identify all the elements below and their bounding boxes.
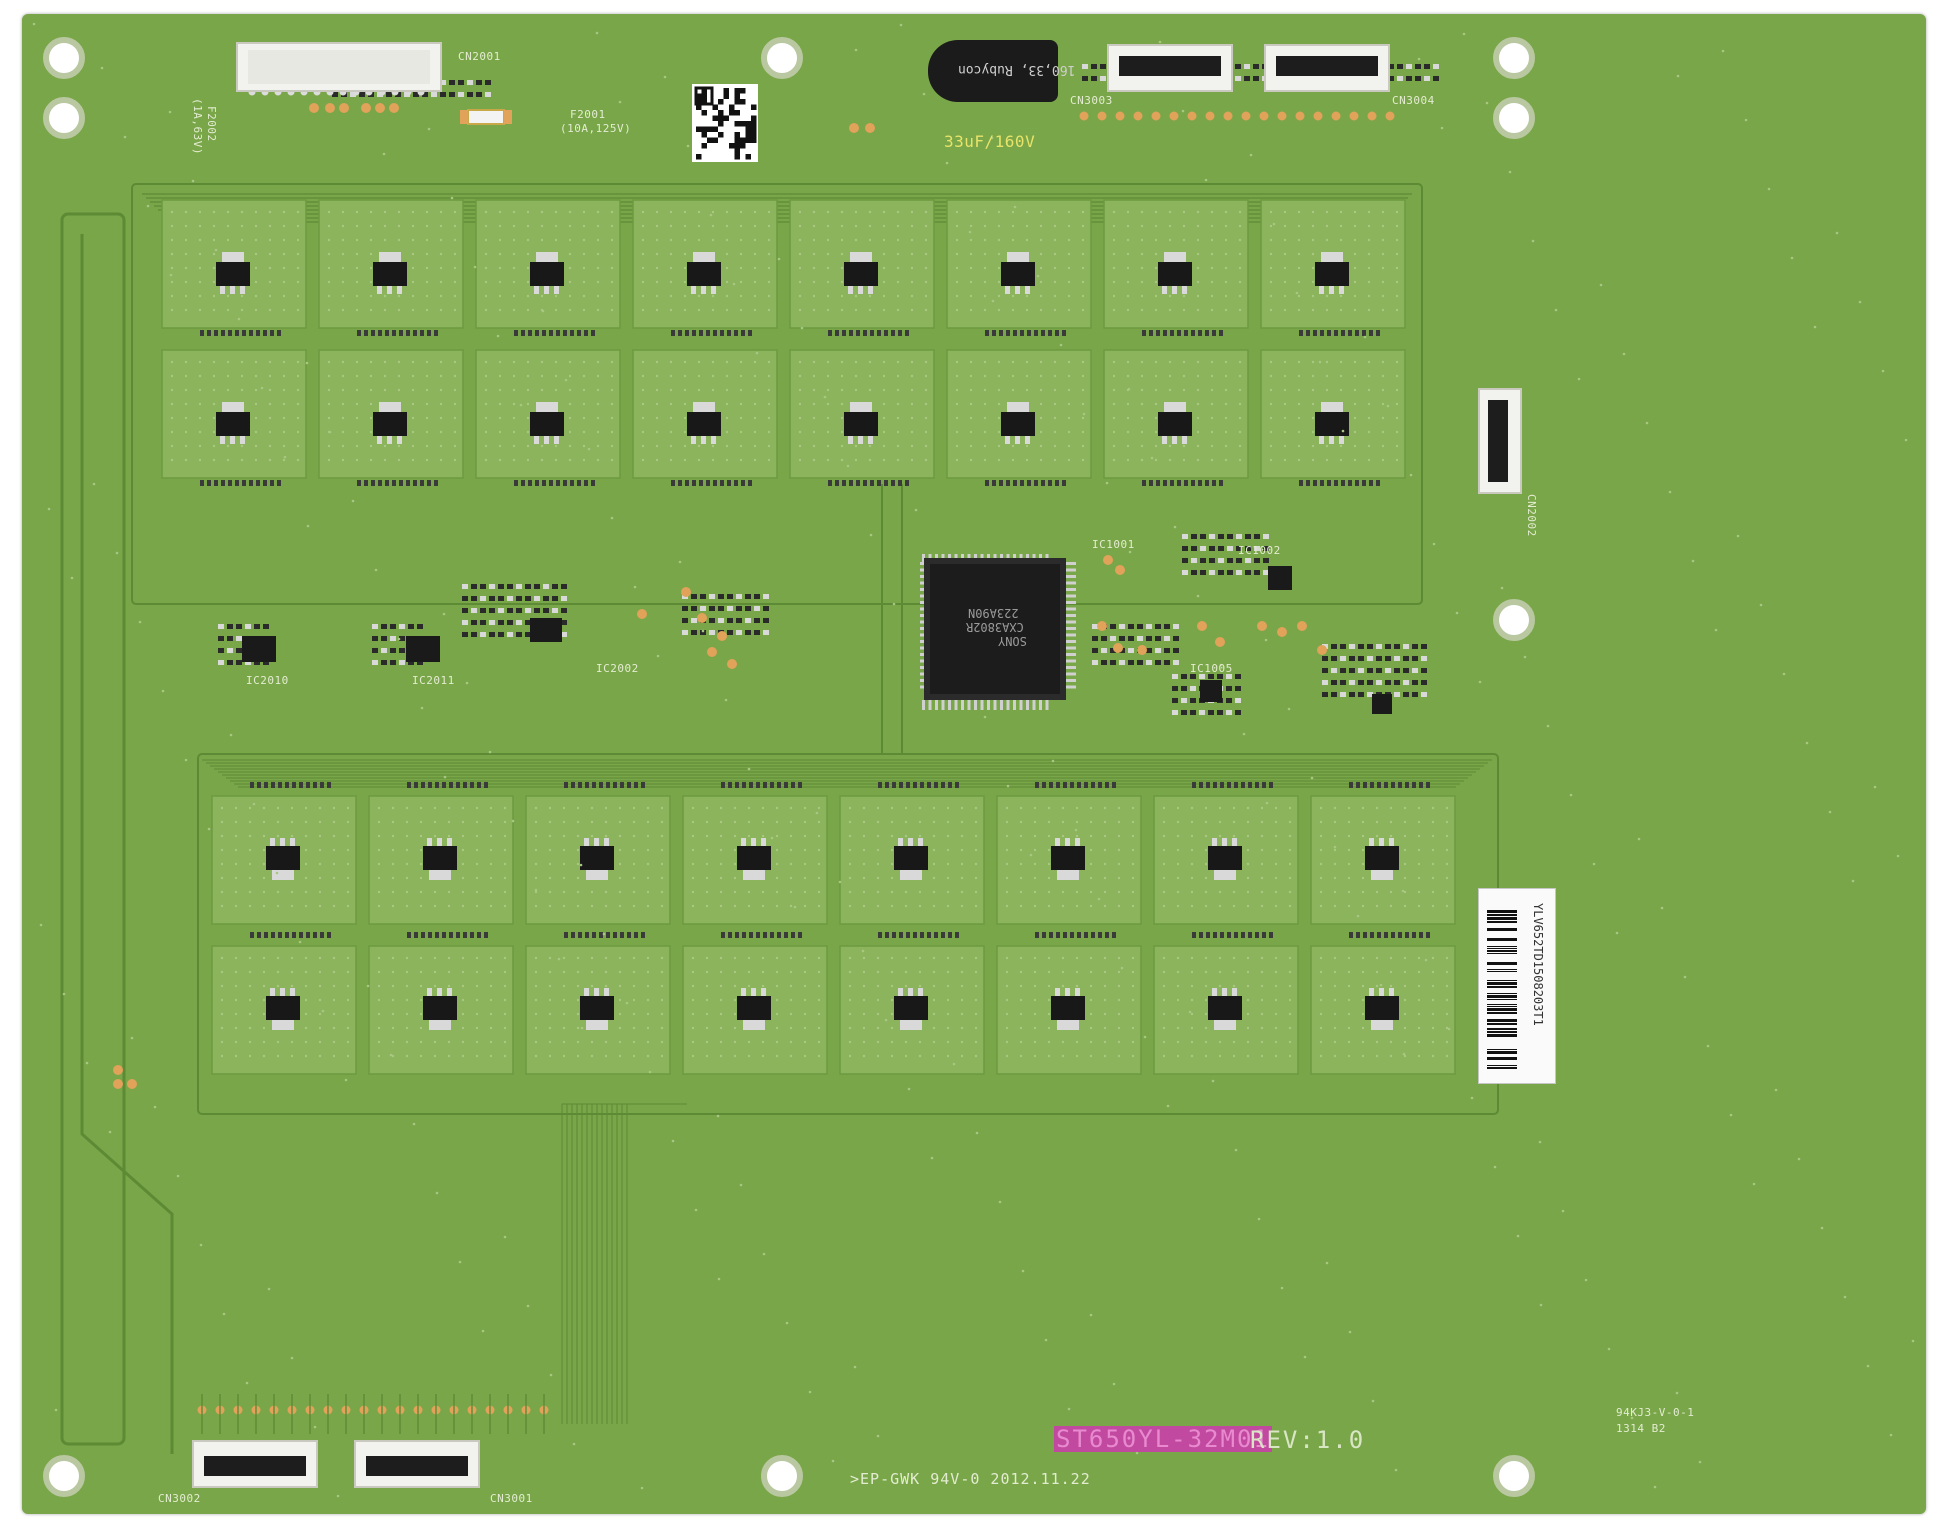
mounting-hole [1493,37,1535,79]
mounting-hole [761,1455,803,1497]
silk-ic1005: IC1005 [1190,662,1233,675]
mounting-hole [43,1455,85,1497]
serial-label: YLV652TD1508203T1 [1478,888,1556,1084]
silk-f2001-rating: (10A,125V) [560,122,632,135]
serial-barcode [1487,910,1517,1069]
silk-cn3003: CN3003 [1070,94,1113,107]
chip-lot-code: 223A90N [968,606,1019,620]
board-model-number: ST650YL-32M01 [1054,1425,1272,1453]
corner-code: 94KJ3-V-0-1 [1616,1406,1695,1419]
mounting-hole [1493,1455,1535,1497]
corner-code-2: 1314 B2 [1616,1422,1666,1435]
connector-cn3001 [354,1440,480,1488]
capacitor-print: 160,33, Rubycon [958,62,1076,77]
silk-f2002: F2002 [205,106,218,142]
silk-capacitor-rating: 33uF/160V [944,132,1036,151]
serial-number: YLV652TD1508203T1 [1531,903,1545,1026]
connector-cn3004 [1264,44,1390,92]
board-footer-marks: >EP-GWK 94V-0 2012.11.22 [850,1470,1091,1488]
connector-cn2001 [236,42,442,92]
mounting-hole [761,37,803,79]
connector-cn3002 [192,1440,318,1488]
pcb-copper-layout [32,22,1915,1498]
silk-ic2002: IC2002 [596,662,639,675]
board-revision: REV:1.0 [1250,1426,1366,1454]
mounting-hole [43,37,85,79]
silk-cn3004: CN3004 [1392,94,1435,107]
silk-ic1002: IC1002 [1238,544,1281,557]
pcb-board: 160,33, Rubycon SONY CXA3802R 223A90N YL… [22,14,1926,1514]
mounting-hole [1493,97,1535,139]
main-controller-chip: SONY CXA3802R 223A90N [930,564,1060,694]
mounting-hole [43,97,85,139]
silk-f2002-rating: (1A,63V) [191,98,204,155]
connector-cn3003 [1107,44,1233,92]
silk-ic2010: IC2010 [246,674,289,687]
silk-ic1001: IC1001 [1092,538,1135,551]
chip-part-number: CXA3802R [966,620,1024,634]
mounting-hole [1493,599,1535,641]
silk-f2001: F2001 [570,108,606,121]
chip-brand: SONY [998,634,1027,648]
qr-code [692,84,758,162]
silk-cn2002: CN2002 [1525,494,1538,537]
silk-cn3002: CN3002 [158,1492,201,1505]
silk-cn2001: CN2001 [458,50,501,63]
silk-ic2011: IC2011 [412,674,455,687]
connector-cn2002 [1478,388,1522,494]
electrolytic-capacitor: 160,33, Rubycon [928,40,1075,102]
silk-cn3001: CN3001 [490,1492,533,1505]
